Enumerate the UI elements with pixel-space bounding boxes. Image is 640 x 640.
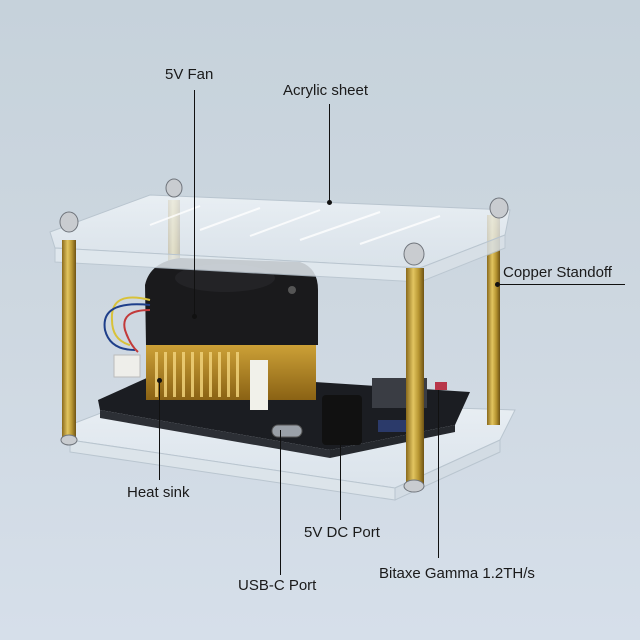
fan-leader-dot <box>192 314 197 319</box>
cap-nuts <box>59 178 509 493</box>
board-chip <box>378 420 408 432</box>
fan-connector <box>113 354 141 378</box>
standoff-front-right <box>406 268 424 488</box>
fan-wires <box>103 296 151 353</box>
label-5v-fan: 5V Fan <box>165 66 214 83</box>
nylon-standoff <box>250 360 268 410</box>
label-acrylic-sheet: Acrylic sheet <box>283 82 369 99</box>
acrylic-leader <box>329 104 330 202</box>
usb-c-port-body <box>271 424 303 438</box>
dc-port-body <box>322 395 362 445</box>
standoff-back-right <box>487 215 500 425</box>
fan-leader <box>194 90 195 316</box>
label-heat-sink: Heat sink <box>127 484 190 501</box>
acrylic-leader-dot <box>327 200 332 205</box>
label-usb-c-port: USB-C Port <box>238 577 317 594</box>
heatsink <box>146 340 316 410</box>
heatsink-leader <box>159 380 160 480</box>
label-copper-standoff: Copper Standoff <box>503 264 612 281</box>
top-acrylic-sheet <box>49 194 511 283</box>
label-bitaxe-gamma: Bitaxe Gamma 1.2TH/s <box>379 565 535 582</box>
board-leader <box>438 390 439 558</box>
standoff-leader <box>497 284 625 285</box>
standoff-leader-dot <box>495 282 500 287</box>
usbc-leader <box>280 430 281 575</box>
standoff-front-left <box>62 240 76 440</box>
dc-leader <box>340 420 341 520</box>
heatsink-leader-dot <box>157 378 162 383</box>
label-5v-dc-port: 5V DC Port <box>304 524 380 541</box>
